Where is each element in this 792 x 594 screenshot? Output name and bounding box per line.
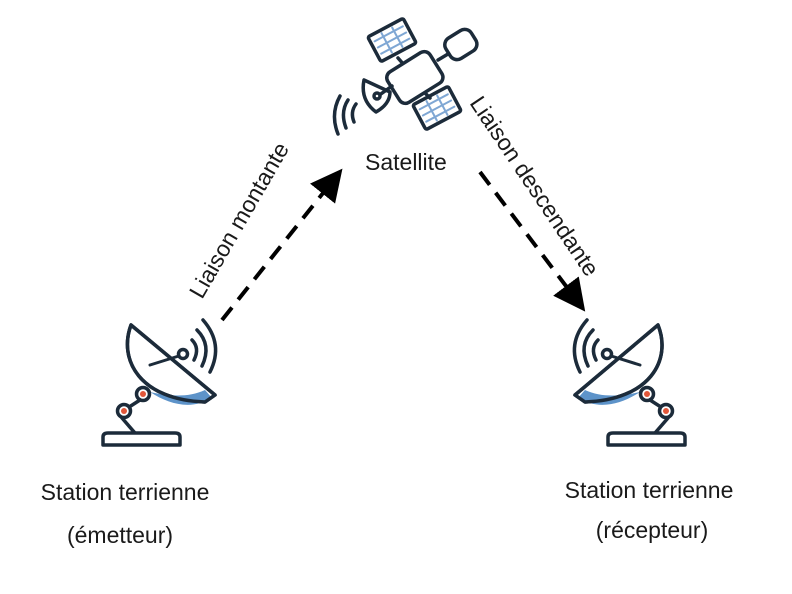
uplink-arrow <box>220 168 343 322</box>
transmitter-dish-icon <box>101 318 218 447</box>
downlink-arrow <box>478 170 586 312</box>
transmitter-label-line1: Station terrienne <box>41 479 210 505</box>
satellite-icon <box>332 17 479 136</box>
receiver-dish-icon <box>572 318 687 447</box>
receiver-label-line2: (récepteur) <box>596 517 708 543</box>
signal-waves-icon <box>332 94 358 136</box>
uplink-label: Liaison montante <box>184 138 294 303</box>
downlink-label: Liaison descendante <box>465 91 605 280</box>
signal-waves-icon <box>572 318 600 374</box>
receiver-label-line1: Station terrienne <box>565 477 734 503</box>
transmitter-label-line2: (émetteur) <box>67 522 173 548</box>
satellite-label: Satellite <box>365 149 447 175</box>
signal-waves-icon <box>190 318 218 374</box>
